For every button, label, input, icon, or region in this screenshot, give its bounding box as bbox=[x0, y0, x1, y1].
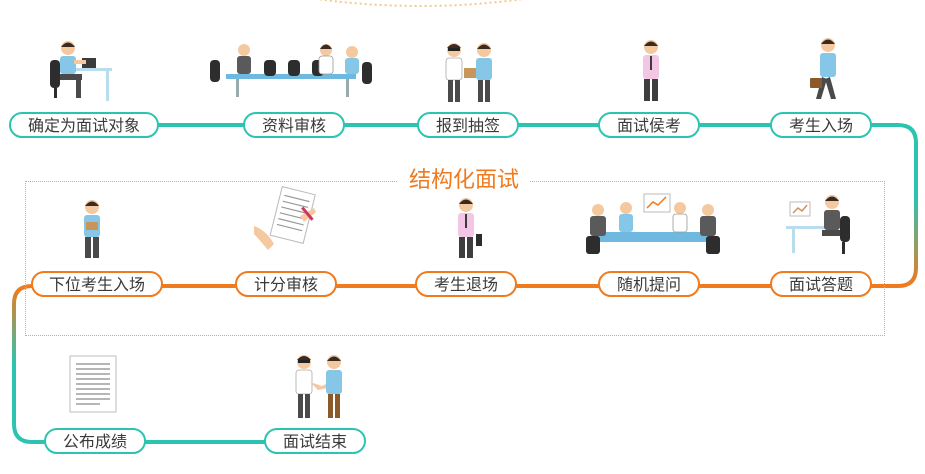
step-pill-waiting: 面试侯考 bbox=[598, 112, 700, 138]
answering-at-desk-icon bbox=[786, 195, 850, 254]
walking-person-icon bbox=[810, 38, 836, 99]
decorative-top-arc bbox=[317, 0, 523, 7]
handing-envelope-icon bbox=[445, 43, 492, 102]
step-pill-confirm-candidate: 确定为面试对象 bbox=[9, 112, 159, 138]
person-at-desk-icon bbox=[50, 41, 112, 101]
step-pill-document-review: 资料审核 bbox=[243, 112, 345, 138]
step-pill-random-questions: 随机提问 bbox=[598, 271, 700, 297]
step-pill-checkin-draw: 报到抽签 bbox=[417, 112, 519, 138]
right-turn-connector bbox=[820, 123, 918, 288]
results-document-icon bbox=[69, 355, 117, 413]
panel-meeting-icon bbox=[586, 193, 720, 254]
meeting-table-icon bbox=[210, 44, 372, 97]
step-pill-candidate-enter: 考生入场 bbox=[770, 112, 872, 138]
handshake-icon bbox=[295, 355, 342, 418]
step-pill-publish-results: 公布成绩 bbox=[44, 428, 146, 454]
standing-person-icon bbox=[643, 40, 659, 101]
scoring-hands-icon bbox=[254, 186, 316, 250]
step-pill-score-review: 计分审核 bbox=[235, 271, 337, 297]
leaving-person-icon bbox=[458, 198, 482, 258]
step-pill-interview-end: 面试结束 bbox=[264, 428, 366, 454]
left-turn-connector bbox=[12, 284, 100, 444]
step-pill-candidate-exit: 考生退场 bbox=[415, 271, 517, 297]
step-pill-next-candidate: 下位考生入场 bbox=[31, 271, 163, 297]
structured-interview-title: 结构化面试 bbox=[398, 167, 530, 195]
step-pill-answer-questions: 面试答题 bbox=[770, 271, 872, 297]
next-candidate-icon bbox=[84, 200, 100, 258]
